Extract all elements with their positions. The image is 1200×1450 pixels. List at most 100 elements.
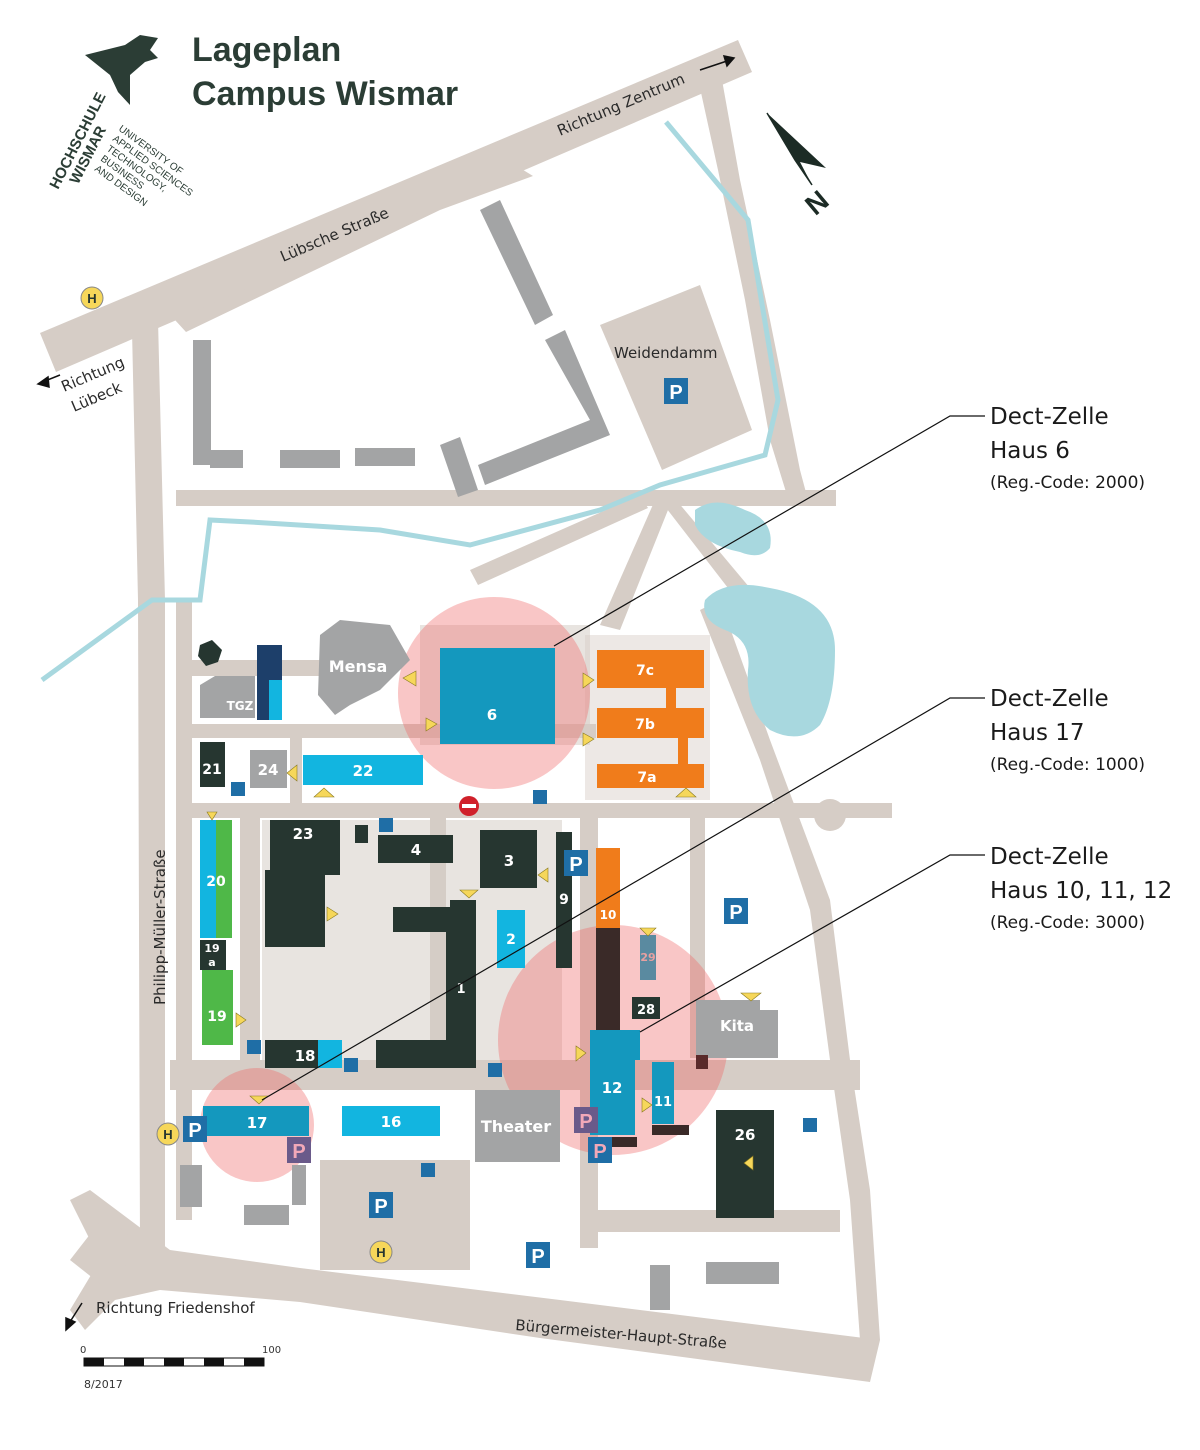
water (40, 120, 835, 737)
label-theater: Theater (481, 1117, 551, 1136)
label-building-11: 11 (654, 1095, 672, 1110)
map-date: 8/2017 (84, 1378, 123, 1391)
callout-reg-code: (Reg.-Code: 3000) (990, 913, 1146, 933)
label-building-24: 24 (258, 761, 279, 779)
building-labels: 6 7c 7b 7a 21 24 22 23 4 3 9 10 20 19 a … (202, 657, 755, 1144)
entrance-marker (402, 670, 417, 687)
building-6-shape (440, 648, 555, 744)
label-building-7a: 7a (637, 770, 656, 786)
tgz-building (200, 676, 255, 718)
svg-text:P: P (669, 382, 682, 404)
road-east-edge (700, 600, 880, 1340)
grey-north-l (478, 330, 610, 485)
building-18-shape (265, 1040, 320, 1068)
entrance-marker (425, 717, 438, 732)
label-building-9: 9 (559, 892, 569, 908)
callout-haus-6: Dect-Zelle Haus 6 (Reg.-Code: 2000) (990, 400, 1145, 498)
building-24-shape (250, 750, 287, 788)
parking-sign-17b: P (287, 1137, 311, 1163)
theater-building (475, 1090, 560, 1162)
bus-stop-icon: H (369, 1240, 393, 1264)
building-3-shape (480, 830, 537, 888)
building-2-shape (497, 910, 525, 968)
map-title-line2: Campus Wismar (192, 75, 459, 113)
label-mensa: Mensa (329, 657, 387, 676)
label-building-10: 10 (600, 908, 617, 922)
svg-text:P: P (569, 854, 582, 876)
svg-text:P: P (729, 902, 742, 924)
grey-west-a (210, 450, 243, 468)
weidendamm-lot (600, 285, 752, 470)
disabled-parking-icon (421, 1163, 435, 1177)
canal (40, 120, 781, 683)
label-building-29: 29 (640, 951, 655, 964)
compass-icon: N (766, 112, 835, 221)
label-building-4: 4 (411, 841, 421, 859)
road-zentrum-branch (700, 80, 808, 505)
building-20-green (216, 820, 232, 938)
road-nw-diag (600, 500, 670, 630)
label-building-23: 23 (293, 825, 314, 843)
road-luebsche-strasse (40, 40, 752, 372)
parking-sign-east: P (724, 898, 748, 924)
road-n-diag (470, 495, 648, 585)
building-28-shape (632, 997, 660, 1019)
road-ne-diag (660, 495, 760, 610)
parking-sign-theater-a: P (574, 1107, 598, 1133)
street-label-friedenshof: Richtung Friedenshof (96, 1299, 255, 1317)
grey-north-bar (480, 200, 553, 325)
entrance-marker (743, 1155, 754, 1171)
direction-arrows (36, 55, 736, 1332)
road-north-loop (175, 168, 533, 332)
building-10-lower (596, 927, 620, 1032)
callout-building: Haus 17 (990, 720, 1085, 746)
owl-logo-icon: HOCHSCHULE WISMAR UNIVERSITY OF APPLIED … (46, 35, 195, 209)
street-label-mueller: Philipp-Müller-Straße (151, 849, 169, 1005)
orange-buildings (596, 650, 704, 928)
road-south-lot (320, 1160, 470, 1270)
disabled-parking-icon (803, 1118, 817, 1132)
building-7a-shape (597, 764, 704, 788)
parking-sign-south-east: P (526, 1242, 550, 1268)
green-buildings (202, 820, 233, 1045)
building-23b-shape (265, 870, 325, 947)
entrance-marker (641, 1097, 653, 1113)
callout-line-haus-10-11-12 (639, 854, 985, 1033)
svg-text:P: P (188, 1120, 201, 1142)
building-7c-shape (597, 650, 704, 688)
callout-building: Haus 10, 11, 12 (990, 878, 1173, 904)
parking-sign-theater-b: P (588, 1137, 612, 1163)
entrance-marker (249, 1095, 269, 1105)
entrance-marker (326, 906, 339, 922)
entrance-marker (639, 927, 657, 937)
building-dark-11-tail (652, 1125, 689, 1135)
label-building-7b: 7b (635, 717, 655, 733)
grey-buildings (180, 200, 779, 1310)
entrance-marker (740, 992, 762, 1002)
scale-start: 0 (80, 1345, 86, 1356)
building-4b-shape (355, 825, 368, 843)
svg-text:P: P (292, 1141, 305, 1163)
road-cross-800 (180, 803, 892, 818)
callout-label: Dect-Zelle (990, 844, 1109, 870)
callout-line-haus-17 (261, 697, 985, 1101)
label-building-6: 6 (487, 706, 497, 724)
label-building-28: 28 (637, 1003, 655, 1018)
scale-end: 100 (262, 1345, 281, 1356)
label-building-7c: 7c (636, 663, 654, 679)
building-18b-shape (318, 1040, 342, 1068)
entrance-marker (537, 867, 549, 883)
grey-south-a (180, 1165, 202, 1207)
building-23-shape (270, 820, 340, 875)
svg-text:H: H (376, 1245, 385, 1260)
building-17-shape (203, 1106, 309, 1136)
building-20-shape (200, 820, 216, 938)
disabled-parking-icon (488, 1063, 502, 1077)
building-1-shape (376, 900, 476, 1068)
parking-sign-weidendamm: P (664, 378, 688, 404)
callout-haus-17: Dect-Zelle Haus 17 (Reg.-Code: 1000) (990, 682, 1145, 780)
disabled-parking (231, 782, 817, 1177)
building-7b-shape (597, 708, 704, 738)
parking-sign-9: P (564, 850, 588, 876)
